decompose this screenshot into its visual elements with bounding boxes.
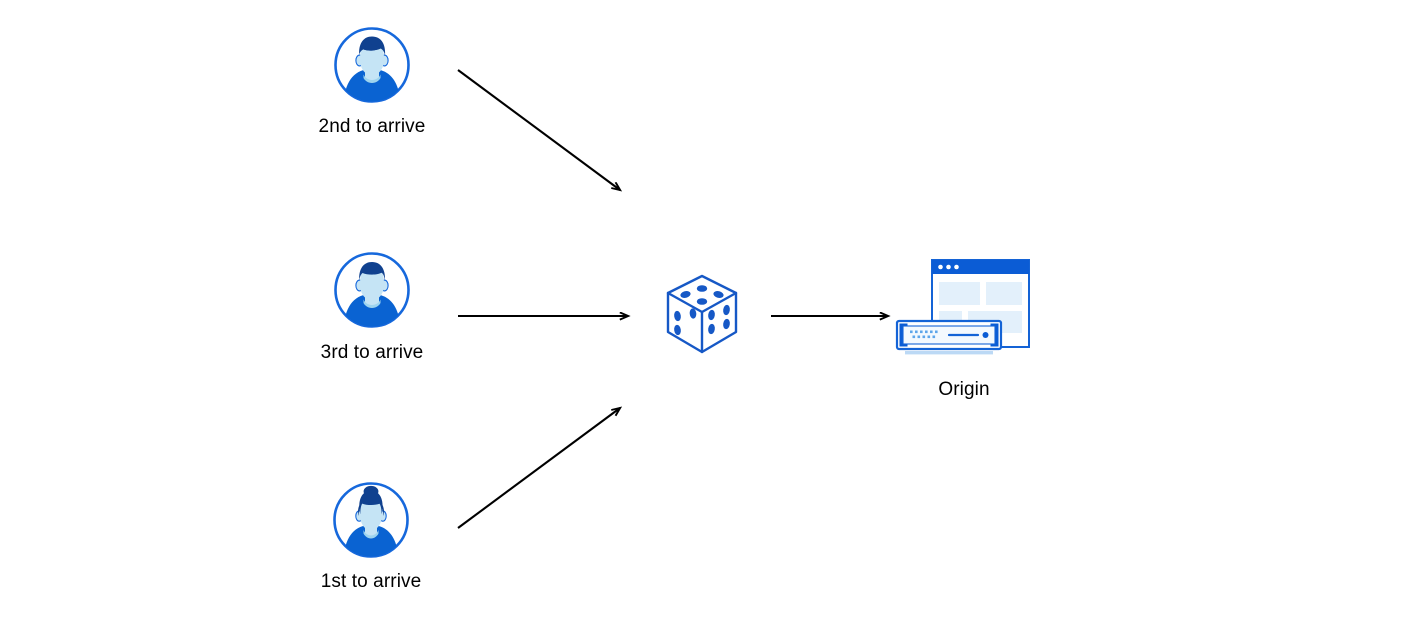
edge-1st-to-dice bbox=[457, 408, 620, 529]
node-label-client-2nd: 2nd to arrive bbox=[318, 116, 426, 137]
node-randomizer[interactable] bbox=[661, 270, 743, 358]
user-avatar-icon bbox=[334, 27, 410, 103]
node-label-client-1st: 1st to arrive bbox=[320, 571, 422, 592]
node-label-origin: Origin bbox=[938, 379, 990, 400]
node-client-2nd[interactable] bbox=[332, 25, 412, 105]
user-avatar-icon bbox=[333, 482, 409, 558]
node-client-3rd[interactable] bbox=[332, 250, 412, 330]
edge-2nd-to-dice bbox=[457, 69, 620, 190]
node-label-client-3rd: 3rd to arrive bbox=[320, 342, 424, 363]
node-origin[interactable] bbox=[893, 255, 1035, 365]
server-appliance-icon bbox=[895, 319, 1003, 355]
user-avatar-icon bbox=[334, 252, 410, 328]
node-client-1st[interactable] bbox=[331, 480, 411, 560]
origin-server-icon bbox=[895, 259, 1030, 355]
dice-icon bbox=[666, 274, 738, 354]
